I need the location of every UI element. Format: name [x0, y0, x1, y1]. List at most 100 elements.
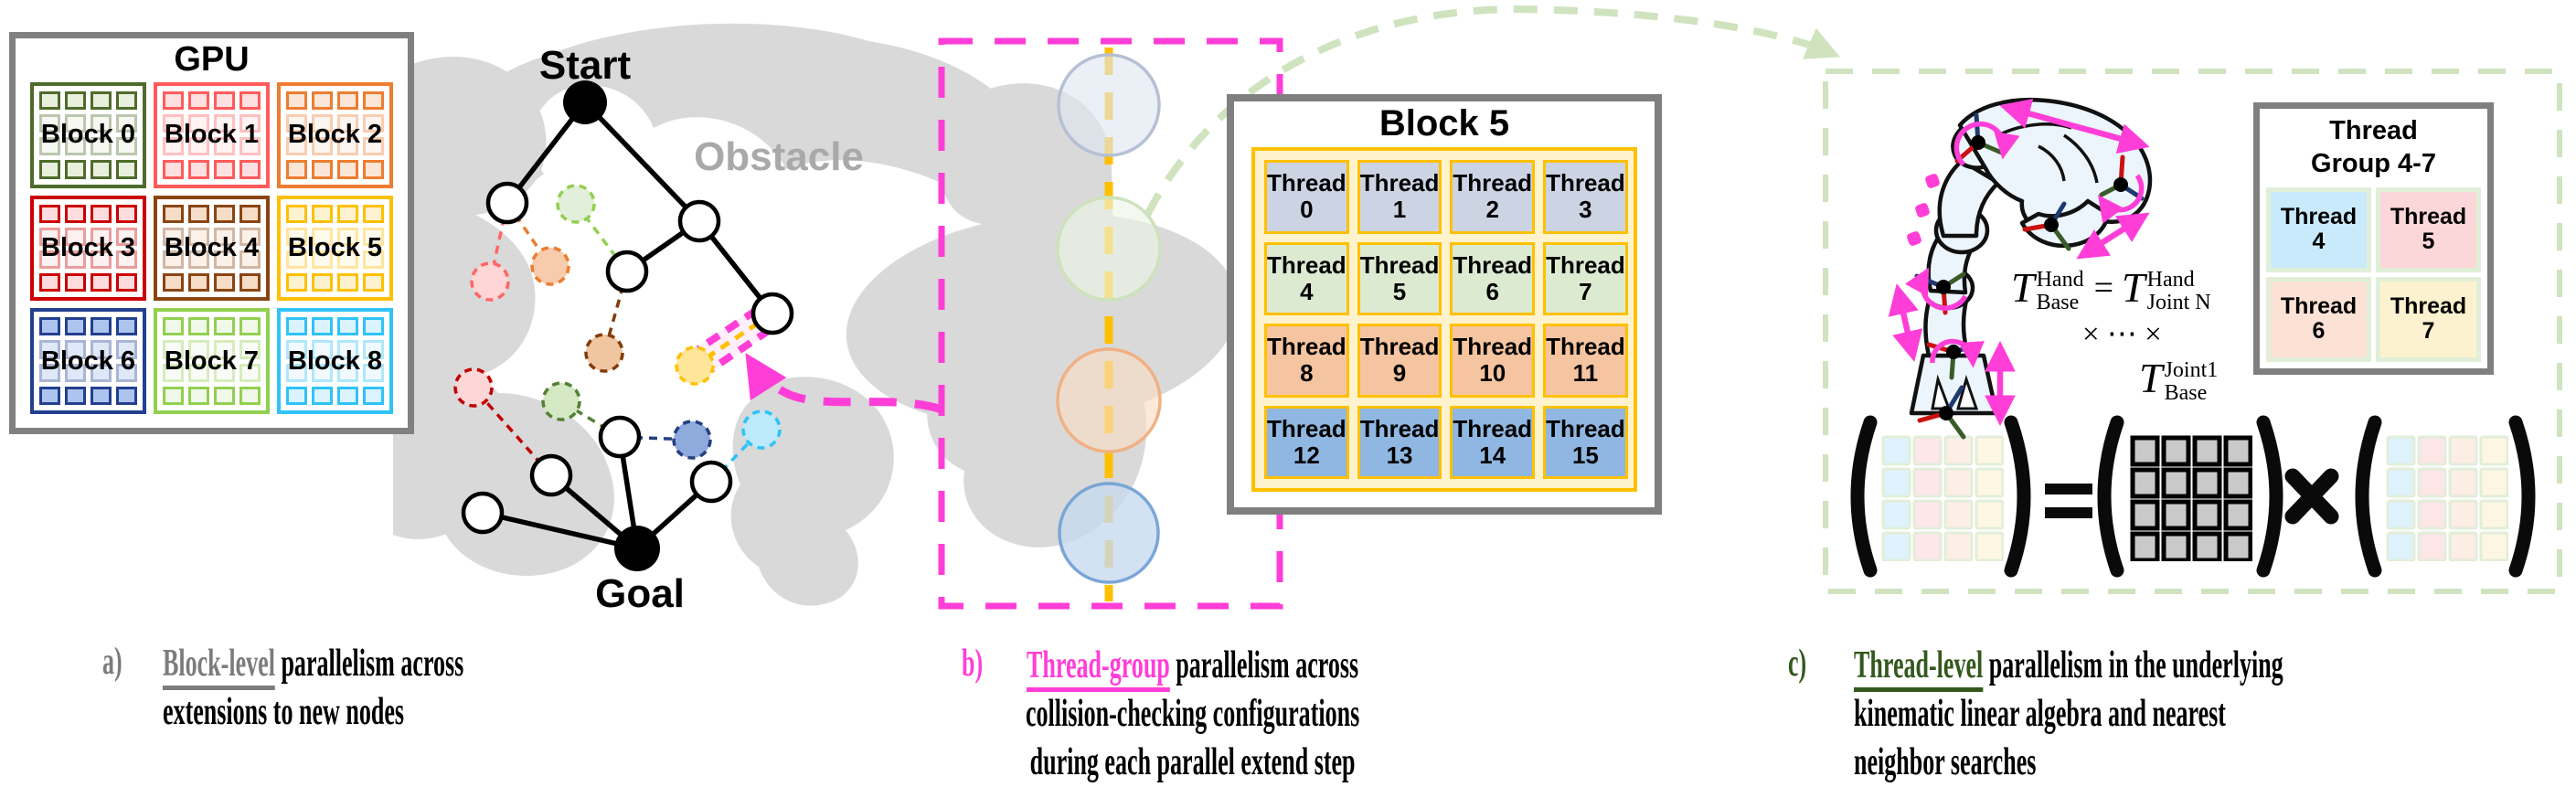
trajectory-dots [1907, 174, 1940, 246]
thread-square [90, 227, 112, 246]
thread-square [116, 227, 137, 246]
candidate-nodes [453, 184, 782, 460]
thread-square [65, 204, 86, 223]
thread-square [90, 160, 112, 179]
thread-level-dashed-box [1823, 69, 2562, 594]
thread-square [214, 386, 235, 405]
thread-square [116, 386, 137, 405]
thread-square [363, 137, 384, 156]
thread-square [337, 114, 358, 133]
thread-square [90, 273, 112, 292]
block-label: Block 1 [164, 120, 260, 150]
thread-number: 7 [2422, 318, 2435, 345]
thread-number: 1 [1392, 196, 1407, 224]
thread-square [312, 250, 333, 270]
thread-square [116, 363, 137, 382]
thread-square [39, 204, 60, 223]
thread-square [214, 340, 235, 359]
thread-square [116, 340, 137, 359]
thread-square [65, 250, 86, 270]
thread-square [312, 114, 333, 133]
thread-number: 2 [1485, 196, 1499, 224]
thread-square [188, 250, 209, 270]
thread-square [188, 227, 209, 246]
operand-matrix [2386, 435, 2508, 561]
thread-word: Thread [1453, 333, 1533, 361]
thread-square [337, 317, 358, 336]
thread-square [363, 273, 384, 292]
block-label: Block 7 [164, 346, 260, 376]
thread-square [39, 317, 60, 336]
thread-square [39, 386, 60, 405]
thread-square [337, 386, 358, 405]
caption-a-line2: extensions to new nodes [163, 690, 405, 733]
magenta-connector-arrow [745, 353, 943, 414]
thread-square [240, 91, 261, 111]
thread-square [214, 227, 235, 246]
thread-square [65, 91, 86, 111]
thread-square [363, 114, 384, 133]
gpu-block-3: Block 3 [30, 195, 146, 302]
caption-a-rest: parallelism across [281, 643, 464, 685]
thread-squares [281, 199, 389, 298]
thread-square [65, 317, 86, 336]
thread-square [312, 91, 333, 111]
thread-word: Thread [1267, 169, 1347, 197]
thread-word: Thread [1546, 169, 1625, 197]
obstacle-label: Obstacle [694, 134, 864, 179]
thread-number: 15 [1571, 441, 1599, 469]
thread-word: Thread [2390, 203, 2467, 229]
caption-a-label: a) [102, 641, 122, 683]
caption-b-line1: Thread-group parallelism across [1006, 642, 1379, 692]
caption-c-line1: Thread-level parallelism in the underlyi… [1854, 642, 2364, 692]
thread-number: 10 [1479, 359, 1506, 388]
thread-square [240, 250, 261, 270]
thread-square [337, 204, 358, 223]
thread-square [65, 386, 86, 405]
caption-b-keyword: Thread-group [1027, 644, 1170, 692]
caption-c-rest: parallelism in the underlying [1988, 644, 2283, 686]
thread-squares [34, 199, 143, 298]
thread-word: Thread [1453, 169, 1533, 197]
thread-square [363, 250, 384, 270]
matrix-equation [1850, 415, 2536, 578]
thread-word: Thread [2280, 292, 2358, 319]
thread-word: Thread [1546, 333, 1625, 361]
thread-square [337, 160, 358, 179]
thread-square [65, 227, 86, 246]
thread-square [240, 386, 261, 405]
thread-word: Thread [1359, 414, 1440, 442]
thread-word: Thread [2390, 292, 2467, 319]
eq-sub: Base [2164, 380, 2208, 405]
thread-square [163, 204, 184, 223]
thread-square [90, 317, 112, 336]
thread-square [240, 227, 261, 246]
thread-square [337, 340, 358, 359]
thread-square [39, 273, 60, 292]
caption-c-line3: neighbor searches [1854, 740, 2037, 783]
thread-square [214, 91, 235, 111]
thread-number: 6 [2312, 318, 2326, 345]
matrix-parentheses [1850, 415, 2536, 578]
start-label: Start [539, 43, 632, 88]
thread-square [163, 273, 184, 292]
thread-square [65, 160, 86, 179]
caption-b: Thread-group parallelism across collisio… [1006, 642, 1379, 787]
thread-word: Thread [1453, 250, 1533, 279]
thread-square [337, 137, 358, 156]
caption-c: Thread-level parallelism in the underlyi… [1854, 642, 2364, 787]
thread-square [286, 114, 307, 133]
gpu-block-2: Block 2 [277, 82, 393, 188]
thread-square [188, 204, 209, 223]
